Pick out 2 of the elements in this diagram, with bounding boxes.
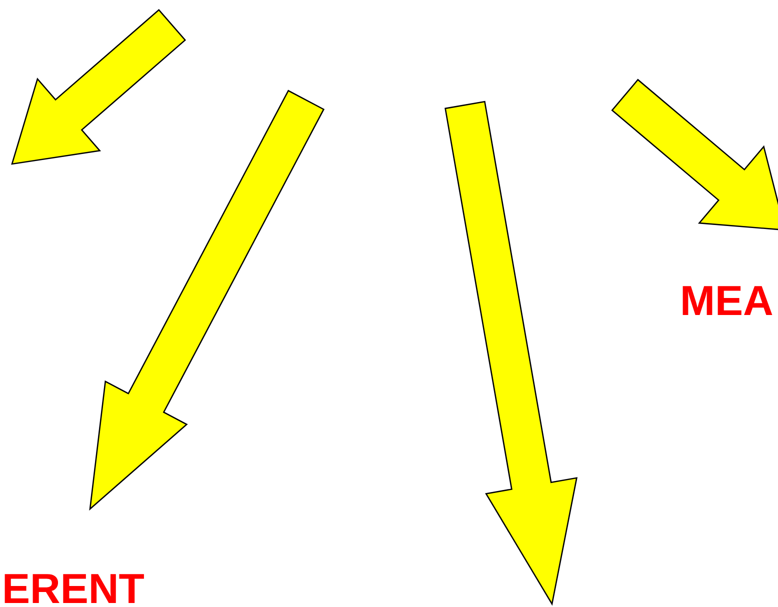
label-text: ERENT — [2, 568, 144, 607]
label-text: MEA — [680, 280, 774, 322]
